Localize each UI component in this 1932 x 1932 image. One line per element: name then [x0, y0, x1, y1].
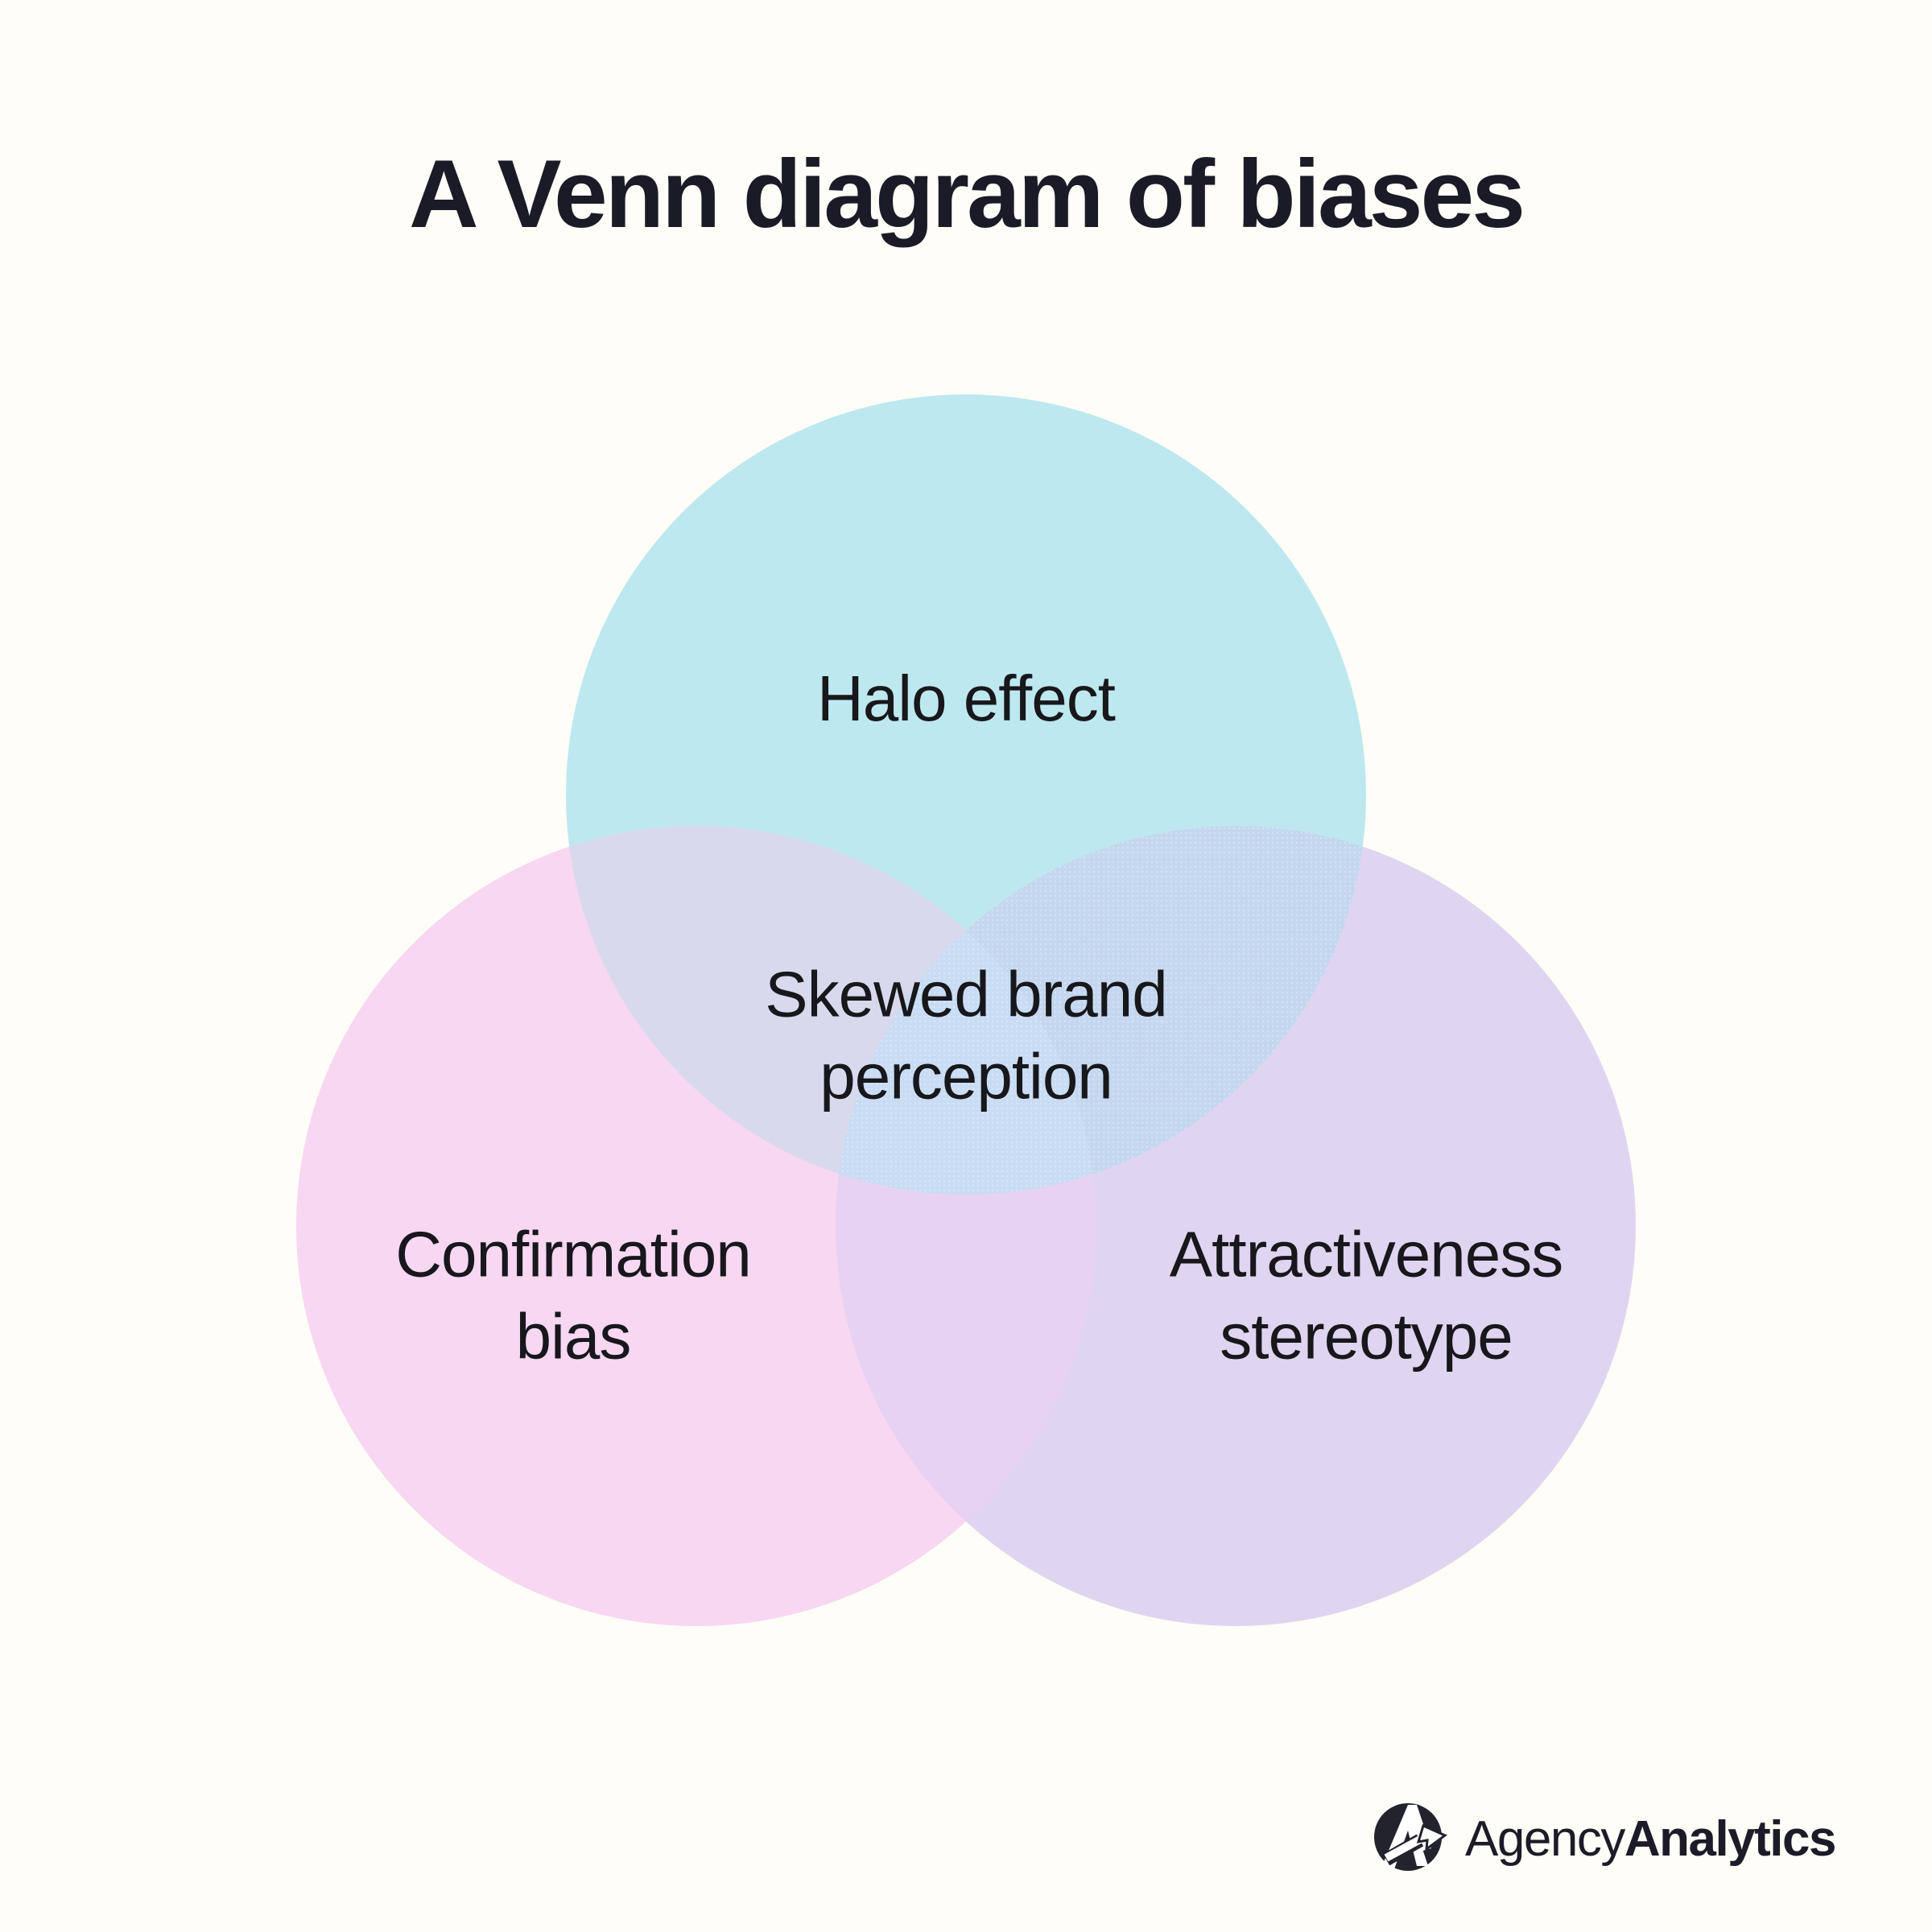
- attractiveness-stereotype-label: Attractiveness stereotype: [1169, 1218, 1563, 1373]
- overlap-center-dot-texture: [836, 826, 1096, 1195]
- halo-effect-label: Halo effect: [817, 662, 1116, 734]
- agency-analytics-logo-icon: [1374, 1803, 1447, 1871]
- logo-text-analytics: Analytics: [1624, 1810, 1837, 1867]
- logo-text-agency: Agency: [1465, 1810, 1625, 1867]
- center-overlap-label: Skewed brand perception: [765, 958, 1167, 1113]
- agency-analytics-logo: AgencyAnalytics: [1370, 1798, 1837, 1879]
- confirmation-bias-label: Confirmation bias: [395, 1218, 752, 1373]
- agency-analytics-logo-text: AgencyAnalytics: [1465, 1810, 1837, 1868]
- page-title: A Venn diagram of biases: [409, 140, 1525, 248]
